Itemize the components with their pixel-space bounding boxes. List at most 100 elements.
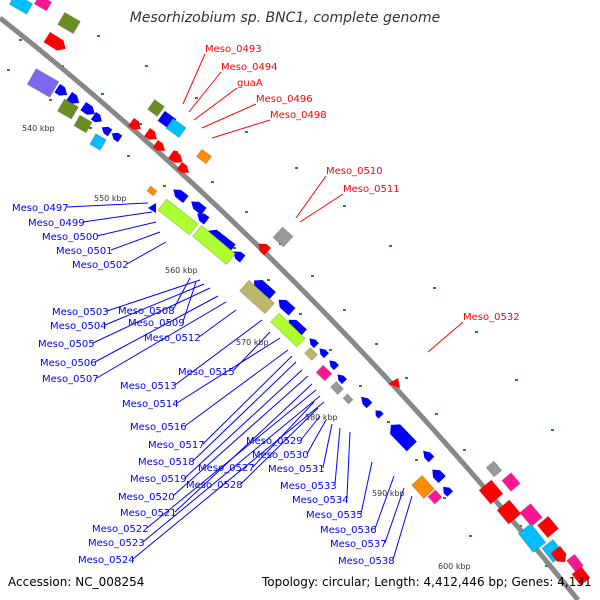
- forward-gene-arrow: [144, 128, 157, 140]
- label-leader-line: [172, 277, 191, 311]
- label-leader-line: [211, 119, 271, 139]
- gene-label: Meso_0516: [130, 422, 187, 433]
- gene-label: Meso_0519: [130, 474, 187, 485]
- position-dot: [145, 65, 148, 67]
- label-leader-line: [374, 475, 395, 530]
- forward-gene-arrow: [168, 150, 183, 163]
- gene-label: Meso_0532: [463, 312, 520, 323]
- label-leader-line: [82, 211, 153, 223]
- position-dot: [299, 313, 302, 315]
- position-dot: [375, 343, 378, 345]
- gene-label: Meso_0503: [52, 307, 109, 318]
- topology-text: Topology: circular; Length: 4,412,446 bp…: [262, 575, 592, 589]
- position-dot: [267, 279, 270, 281]
- gene-box: [238, 279, 276, 315]
- gene-label: Meso_0523: [88, 538, 145, 549]
- position-dot: [343, 205, 346, 207]
- gene-box: [165, 117, 187, 139]
- gene-label: Meso_0510: [326, 166, 383, 177]
- gene-label: Meso_0522: [92, 524, 149, 535]
- gene-labels: Meso_0493Meso_0494guaAMeso_0496Meso_0498…: [12, 44, 520, 567]
- label-leader-line: [174, 383, 313, 513]
- position-dot: [463, 449, 466, 451]
- gene-label: Meso_0535: [306, 510, 363, 521]
- position-dot: [97, 35, 100, 37]
- genome-backbone: [0, 16, 580, 600]
- forward-gene-arrow: [128, 118, 141, 130]
- gene-label: Meso_0494: [221, 62, 278, 73]
- kbp-tick-label: 560 kbp: [165, 266, 198, 275]
- label-leader-line: [201, 103, 257, 129]
- label-leader-line: [427, 321, 464, 353]
- gene-label: Meso_0518: [138, 457, 195, 468]
- gene-label: Meso_0513: [120, 381, 177, 392]
- gene-box: [478, 479, 504, 505]
- gene-label: guaA: [237, 78, 263, 89]
- label-leader-line: [142, 395, 321, 543]
- label-leader-line: [94, 295, 219, 363]
- gene-box: [517, 522, 547, 554]
- label-leader-line: [184, 349, 289, 427]
- label-leader-line: [182, 53, 206, 105]
- gene-label: Meso_0512: [144, 333, 201, 344]
- position-dot: [89, 127, 92, 129]
- reverse-gene-arrow: [111, 132, 123, 143]
- reverse-gene-arrow: [253, 280, 276, 301]
- gene-label: Meso_0508: [118, 306, 175, 317]
- gene-label: Meso_0534: [292, 495, 349, 506]
- gene-box: [342, 393, 354, 405]
- gene-box: [195, 148, 213, 165]
- gene-label: Meso_0505: [38, 339, 95, 350]
- reverse-gene-arrow: [258, 243, 271, 256]
- reverse-gene-arrow: [443, 486, 453, 497]
- position-dot: [387, 421, 390, 423]
- position-dot: [519, 525, 522, 527]
- gene-label: Meso_0504: [50, 321, 107, 332]
- reverse-gene-arrow: [337, 374, 347, 385]
- position-dot: [311, 275, 314, 277]
- position-dot: [7, 69, 10, 71]
- forward-gene-arrow: [54, 84, 68, 96]
- label-leader-line: [96, 221, 157, 237]
- gene-label: Meso_0498: [270, 110, 327, 121]
- position-dot: [405, 377, 408, 379]
- accession-text: Accession: NC_008254: [8, 575, 145, 589]
- label-leader-line: [66, 202, 149, 208]
- forward-gene-arrow: [388, 378, 400, 388]
- label-leader-line: [132, 401, 325, 560]
- label-leader-line: [334, 427, 341, 486]
- gene-box: [57, 11, 81, 35]
- position-dot: [233, 247, 236, 249]
- gene-box: [571, 566, 591, 586]
- reverse-gene-arrow: [278, 299, 296, 316]
- label-leader-line: [176, 337, 281, 404]
- kbp-tick-label: 590 kbp: [372, 489, 405, 498]
- position-dot: [101, 93, 104, 95]
- kbp-tick-label: 550 kbp: [94, 194, 127, 203]
- position-dot: [343, 309, 346, 311]
- reverse-gene-arrow: [191, 201, 207, 215]
- position-dot: [443, 497, 446, 499]
- position-dot: [127, 155, 130, 157]
- gene-label: Meso_0533: [280, 481, 337, 492]
- gene-box: [56, 98, 80, 120]
- gene-box: [270, 312, 306, 348]
- label-leader-line: [146, 389, 317, 529]
- label-leader-line: [300, 415, 321, 441]
- gene-label: Meso_0524: [78, 555, 135, 566]
- reverse-gene-arrow: [197, 213, 210, 225]
- reverse-gene-arrow: [233, 251, 246, 263]
- reverse-gene-arrow: [390, 424, 417, 452]
- gene-box: [89, 133, 107, 151]
- gene-label: Meso_0509: [128, 318, 185, 329]
- position-dot: [329, 349, 332, 351]
- gene-label: Meso_0529: [246, 436, 303, 447]
- gene-label: Meso_0531: [268, 464, 325, 475]
- gene-label: Meso_0528: [186, 480, 243, 491]
- label-leader-line: [92, 287, 211, 344]
- label-leader-line: [174, 319, 263, 386]
- forward-gene-arrow: [550, 546, 567, 563]
- label-leader-line: [106, 279, 201, 312]
- reverse-gene-arrow: [288, 319, 307, 337]
